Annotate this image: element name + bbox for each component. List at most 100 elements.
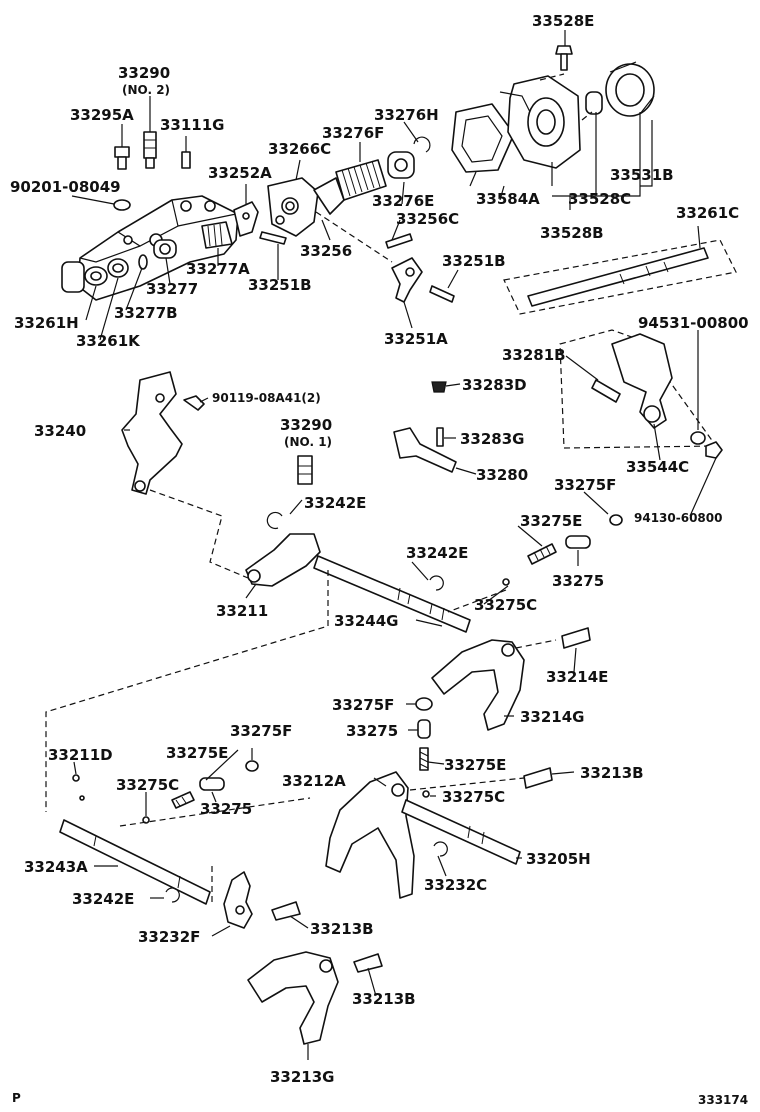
part-label-33584A: 33584A xyxy=(476,190,540,208)
spring-33275E-b xyxy=(419,747,429,771)
gasket-33584A xyxy=(451,103,515,173)
part-label-33290-no1: 33290 xyxy=(280,416,332,434)
bushing-33276E xyxy=(387,151,415,179)
part-label-33275-a: 33275 xyxy=(552,572,604,590)
pin-33256C xyxy=(385,233,413,249)
part-label-33261K: 33261K xyxy=(76,332,141,350)
part-label-33275-b: 33275 xyxy=(346,722,398,740)
ring-33276H xyxy=(413,136,431,153)
lever-33544C xyxy=(611,333,673,429)
leader-lines xyxy=(71,30,717,1060)
part-label-33275E-b: 33275E xyxy=(444,756,506,774)
part-label-33214G: 33214G xyxy=(520,708,585,726)
fork-33213G xyxy=(247,951,339,1045)
retainer-33528B xyxy=(499,75,581,169)
bolt-33528E xyxy=(555,45,573,71)
pin-33251B-top xyxy=(259,231,287,245)
part-label-33275F-b: 33275F xyxy=(332,696,394,714)
part-label-33242E-a: 33242E xyxy=(304,494,366,512)
ring-33242E-b xyxy=(429,575,444,591)
part-label-33544C: 33544C xyxy=(626,458,689,476)
ball-33275-c xyxy=(199,777,225,791)
part-label-33275-c: 33275 xyxy=(200,800,252,818)
part-label-94130-60800: 94130-60800 xyxy=(634,511,722,525)
part-label-33261C: 33261C xyxy=(676,204,739,222)
lever-33252A xyxy=(233,201,259,237)
plug-33275F-a xyxy=(609,514,623,526)
head-33211 xyxy=(245,533,321,587)
part-label-33275C-a: 33275C xyxy=(474,596,537,614)
pin-33251B-lower xyxy=(429,285,455,303)
part-label-33261H: 33261H xyxy=(14,314,79,332)
plug-33275F-c xyxy=(245,760,259,772)
bolt-33213B-a xyxy=(523,767,553,789)
ball-33275-a xyxy=(565,535,591,549)
shaft-33205H xyxy=(401,799,521,865)
part-label-33242E-c: 33242E xyxy=(72,890,134,908)
part-label-33275E-c: 33275E xyxy=(166,744,228,762)
part-label-33531B: 33531B xyxy=(610,166,674,184)
part-label-33266C: 33266C xyxy=(268,140,331,158)
note-no1: (NO. 1) xyxy=(284,435,332,449)
part-label-33212A: 33212A xyxy=(282,772,346,790)
part-label-33211: 33211 xyxy=(216,602,268,620)
part-label-33232C: 33232C xyxy=(424,876,487,894)
pin-33283D xyxy=(431,381,447,393)
part-label-33213G: 33213G xyxy=(270,1068,335,1086)
part-label-33232F: 33232F xyxy=(138,928,200,946)
switch-33290-no2 xyxy=(143,131,157,169)
part-label-33275C-c: 33275C xyxy=(116,776,179,794)
bolt-33214E xyxy=(561,627,591,649)
part-label-33528B: 33528B xyxy=(540,224,604,242)
bearing-33531B xyxy=(605,61,655,117)
part-label-33252A: 33252A xyxy=(208,164,272,182)
part-label-33276H: 33276H xyxy=(374,106,439,124)
fork-33214G xyxy=(431,639,525,731)
part-label-33211D: 33211D xyxy=(48,746,113,764)
part-label-33214E: 33214E xyxy=(546,668,608,686)
part-label-33240: 33240 xyxy=(34,422,86,440)
part-label-33277A: 33277A xyxy=(186,260,250,278)
part-label-33528E: 33528E xyxy=(532,12,594,30)
part-label-33251B-top: 33251B xyxy=(248,276,312,294)
ball-33275C-a xyxy=(502,578,510,586)
part-label-33275E-a: 33275E xyxy=(520,512,582,530)
pin-33111G xyxy=(181,151,191,169)
ball-33275-b xyxy=(417,719,431,739)
part-label-33290-no2: 33290 xyxy=(118,64,170,82)
shaft-33243A xyxy=(59,819,211,905)
ball-33275C-b xyxy=(422,790,430,798)
ball-33275C-c xyxy=(142,816,150,824)
part-label-33213B-b: 33213B xyxy=(310,920,374,938)
bushing-33277 xyxy=(153,239,177,259)
nut-94130-60800 xyxy=(705,441,723,459)
shaft-33261C xyxy=(527,247,709,307)
fork-33212A xyxy=(325,771,415,899)
part-label-33251A: 33251A xyxy=(384,330,448,348)
boot-33277A xyxy=(201,221,233,249)
seal-33528C xyxy=(585,91,603,115)
part-label-33243A: 33243A xyxy=(24,858,88,876)
part-label-33111G: 33111G xyxy=(160,116,225,134)
lever-33251A xyxy=(391,257,423,303)
spring-33276F xyxy=(335,159,387,201)
spring-33275E-c xyxy=(171,791,195,809)
figure-number: 333174 xyxy=(698,1093,748,1107)
ring-33232C xyxy=(433,841,448,857)
shaft-33244G xyxy=(313,555,471,633)
part-label-33213B-c: 33213B xyxy=(352,990,416,1008)
part-label-33276F: 33276F xyxy=(322,124,384,142)
washer-33277B xyxy=(138,254,148,270)
bolt-33213B-c xyxy=(353,953,383,973)
part-label-33281B: 33281B xyxy=(502,346,566,364)
housing-33266C xyxy=(267,177,319,237)
collar-33261K xyxy=(107,258,129,278)
part-label-90119-08A41: 90119-08A41(2) xyxy=(212,391,321,405)
part-label-33242E-b: 33242E xyxy=(406,544,468,562)
head-33232F xyxy=(223,871,253,929)
pin-33283G xyxy=(436,427,444,447)
corner-marker: P xyxy=(12,1091,21,1105)
part-label-33205H: 33205H xyxy=(526,850,591,868)
